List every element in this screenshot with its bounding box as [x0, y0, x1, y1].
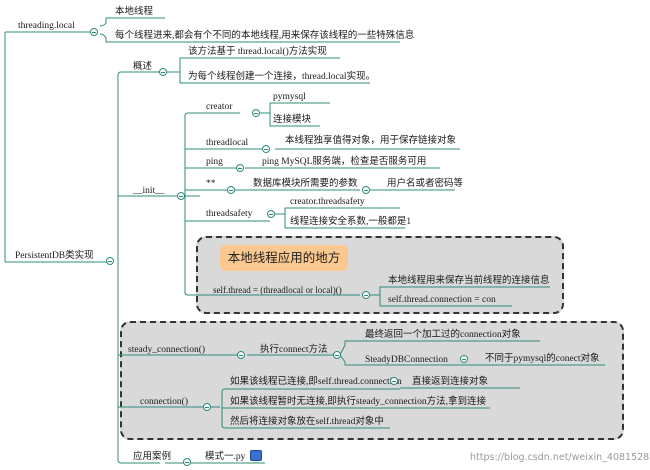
- leaf-self-thread-1: 本地线程用来保存当前线程的连接信息: [388, 276, 550, 286]
- collapse-circle-icon[interactable]: [177, 192, 185, 200]
- leaf-kwargs-child: 用户名或者密码等: [387, 179, 464, 189]
- leaf-self-thread-2: self.thread.connection = con: [388, 295, 496, 305]
- leaf-pymysql: pymysql: [273, 92, 306, 102]
- leaf-overview-2: 为每个线程创建一个连接，thread.local实现。: [188, 72, 376, 82]
- collapse-circle-icon[interactable]: [362, 186, 370, 194]
- node-init[interactable]: __init__: [133, 186, 165, 196]
- collapse-circle-icon[interactable]: [237, 351, 245, 359]
- node-threadlocal[interactable]: threadlocal: [206, 138, 249, 148]
- collapse-circle-icon[interactable]: [106, 257, 114, 265]
- leaf-connection-1-sub: 直接返到连接对象: [412, 377, 489, 387]
- node-overview[interactable]: 概述: [133, 62, 153, 72]
- node-example[interactable]: 应用案例: [133, 452, 172, 462]
- leaf-ping-desc: ping MySQL服务端，检查是否服务可用: [262, 157, 427, 167]
- leaf-exec-connect: 执行connect方法: [260, 345, 328, 355]
- leaf-connection-1: 如果该线程已连接,即self.thread.connection: [230, 377, 402, 387]
- leaf-threadsafety-2: 线程连接安全系数,一般都是1: [290, 217, 412, 227]
- collapse-circle-icon[interactable]: [90, 28, 98, 36]
- leaf-kwargs-desc: 数据库模块所需要的参数: [253, 179, 358, 189]
- leaf-connect-module: 连接模块: [273, 115, 312, 125]
- leaf-threadsafety-1: creator.threadsafety: [290, 197, 365, 207]
- node-connection[interactable]: connection(): [140, 397, 189, 407]
- collapse-circle-icon[interactable]: [333, 351, 341, 359]
- leaf-threadlocal-desc: 本线程独享值得对象，用于保存链接对象: [285, 136, 457, 146]
- leaf-local-thread: 本地线程: [115, 7, 154, 17]
- collapse-circle-icon[interactable]: [159, 68, 167, 76]
- node-kwargs[interactable]: **: [206, 179, 216, 189]
- node-ping[interactable]: ping: [206, 157, 223, 167]
- callout-local-thread-usage: 本地线程应用的地方: [220, 245, 348, 271]
- leaf-connection-2: 如果该线程暂时无连接,即执行steady_connection方法,拿到连接: [230, 397, 486, 407]
- collapse-circle-icon[interactable]: [267, 210, 275, 218]
- node-creator[interactable]: creator: [206, 102, 233, 112]
- node-steadydb[interactable]: SteadyDBConnection: [365, 355, 448, 365]
- node-persistentdb[interactable]: PersistentDB类实现: [15, 251, 94, 261]
- collapse-circle-icon[interactable]: [183, 458, 191, 466]
- node-threading-local[interactable]: threading.local: [18, 21, 75, 31]
- leaf-steadydb-desc: 不同于pymysql的conect对象: [485, 354, 600, 364]
- leaf-local-thread-desc: 每个线程进来,都会有个不同的本地线程,用来保存该线程的一些特殊信息: [115, 31, 415, 41]
- node-steady-connection[interactable]: steady_connection(): [128, 345, 206, 355]
- collapse-circle-icon[interactable]: [252, 109, 260, 117]
- collapse-circle-icon[interactable]: [362, 291, 370, 299]
- collapse-circle-icon[interactable]: [203, 403, 211, 411]
- leaf-overview-1: 该方法基于 thread.local()方法实现: [188, 47, 327, 57]
- collapse-circle-icon[interactable]: [460, 355, 468, 363]
- watermark: https://blog.csdn.net/weixin_40815281: [470, 452, 650, 463]
- collapse-circle-icon[interactable]: [227, 186, 235, 194]
- python-file-icon[interactable]: [250, 450, 262, 461]
- node-threadsafety[interactable]: threadsafety: [206, 209, 253, 219]
- collapse-circle-icon[interactable]: [262, 145, 270, 153]
- leaf-example-file[interactable]: 模式一.py: [205, 452, 246, 462]
- leaf-connection-3: 然后将连接对象放在self.thread对象中: [230, 417, 384, 427]
- leaf-final-return: 最终返回一个加工过的connection对象: [365, 330, 521, 340]
- collapse-circle-icon[interactable]: [236, 164, 244, 172]
- collapse-circle-icon[interactable]: [390, 377, 398, 385]
- node-self-thread[interactable]: self.thread = (threadlocal or local)(): [213, 285, 342, 295]
